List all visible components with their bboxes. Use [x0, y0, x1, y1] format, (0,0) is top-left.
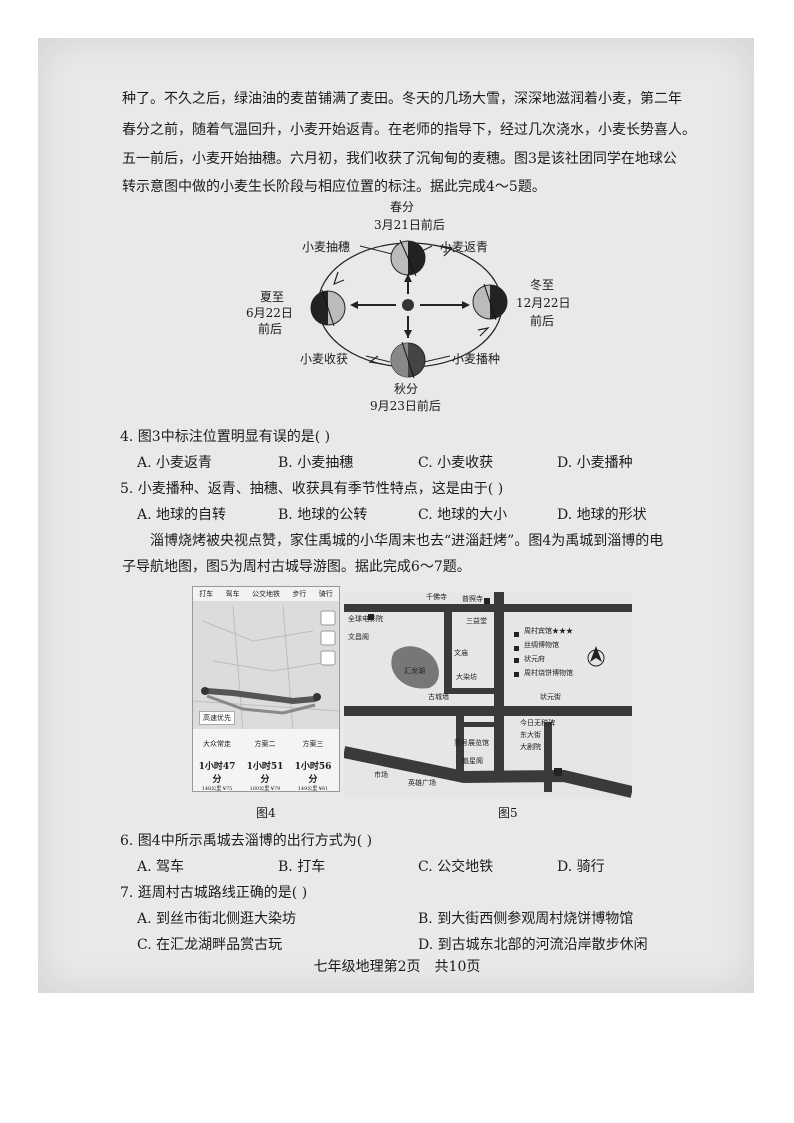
figure5-caption: 图5	[498, 806, 518, 820]
start-marker-icon	[201, 687, 209, 695]
label-sowing: 小麦播种	[452, 352, 501, 366]
passage2-line-2: 子导航地图，图5为周村古城导游图。据此完成6～7题。	[122, 559, 471, 575]
highway-priority-chip[interactable]: 高速优先	[199, 711, 235, 725]
poi-zhuangyuan-street: 状元街	[540, 693, 561, 701]
q5-option-a: A. 地球的自转	[137, 507, 227, 523]
tab-taxi[interactable]: 打车	[199, 590, 214, 598]
q5-stem: 5. 小麦播种、返青、抽穗、收获具有季节性特点，这是由于( )	[120, 481, 504, 497]
route-sub: 160公里 ¥79	[249, 786, 281, 792]
poi-sanyitang: 三益堂	[466, 617, 487, 625]
route-tag: 方案二	[254, 740, 276, 748]
poi-wenchangge: 文昌阁	[348, 633, 369, 641]
tab-transit[interactable]: 公交地铁	[251, 590, 280, 598]
passage2-line-1: 淄博烧烤被央视点赞，家住禹城的小华周末也去“进淄赶烤”。图4为禹城到淄博的电	[150, 533, 664, 549]
label-greening: 小麦返青	[440, 240, 489, 254]
winter-date: 12月22日	[516, 296, 571, 310]
poi-dajuyuan: 大剧院	[520, 743, 541, 751]
lake-shape	[391, 646, 439, 689]
q6-option-c: C. 公交地铁	[418, 859, 494, 875]
q7-stem: 7. 逛周村古城路线正确的是( )	[120, 885, 308, 901]
winter-title: 冬至	[530, 278, 555, 292]
q4-stem: 4. 图3中标注位置明显有误的是( )	[120, 429, 331, 445]
route-time: 1小时51分	[246, 762, 284, 785]
poi-jinri-stele: 今日无税碑	[520, 719, 555, 727]
route-time: 1小时47分	[198, 762, 236, 785]
map-side-controls	[320, 610, 336, 666]
route-tag: 方案三	[302, 740, 324, 748]
poi-qianfosi: 千佛寺	[426, 593, 447, 601]
poi-market: 市场	[374, 771, 388, 779]
winter-after: 前后	[530, 314, 555, 328]
q7-option-a: A. 到丝市街北侧逛大染坊	[137, 911, 297, 927]
tab-cycle[interactable]: 骑行	[318, 590, 333, 598]
figure4-caption: 图4	[256, 806, 276, 820]
poi-zhuangyuanfu: 状元府	[524, 655, 545, 663]
intro-line-3: 五一前后，小麦开始抽穗。六月初，我们收获了沉甸甸的麦穗。图3是该社团同学在地球公	[122, 151, 677, 167]
label-heading: 小麦抽穗	[302, 240, 351, 254]
page-footer: 七年级地理第2页 共10页	[313, 959, 481, 975]
poi-wenmiao: 文庙	[454, 649, 468, 657]
nav-route-svg	[193, 605, 339, 732]
route-option-2[interactable]: 方案二 1小时51分 160公里 ¥79	[243, 739, 287, 792]
spring-title: 春分	[390, 200, 415, 214]
poi-city-wall: 古城墙	[428, 693, 449, 701]
poi-huilong-lake: 汇龙湖	[404, 667, 425, 675]
q7-option-d: D. 到古城东北部的河流沿岸散步休闲	[418, 937, 648, 953]
poi-puzhaosi: 普照寺	[462, 595, 483, 603]
figure4-navigation-map: 打车 驾车 公交地铁 步行 骑行 高速优先 大众常走 1小时47分 148公里 …	[192, 586, 340, 792]
q4-option-c: C. 小麦收获	[418, 455, 494, 471]
route-sub: 148公里 ¥75	[201, 786, 233, 792]
q7-option-b: B. 到大街西侧参观周村烧饼博物馆	[418, 911, 634, 927]
end-marker-icon	[313, 693, 321, 701]
route-tag: 大众常走	[203, 740, 231, 748]
q5-option-b: B. 地球的公转	[278, 507, 368, 523]
route-main-line	[204, 688, 318, 705]
scanned-page	[38, 38, 754, 993]
poi-silk-museum: 丝绸博物馆	[524, 641, 559, 649]
summer-title: 夏至	[260, 290, 285, 304]
route-time: 1小时56分	[294, 762, 332, 785]
southern-highway	[344, 746, 632, 798]
autumn-title: 秋分	[394, 382, 419, 396]
q6-option-d: D. 骑行	[557, 859, 605, 875]
q6-stem: 6. 图4中所示禹城去淄博的出行方式为( )	[120, 833, 373, 849]
tab-walk[interactable]: 步行	[292, 590, 307, 598]
autumn-date: 9月23日前后	[370, 399, 441, 413]
guide-map-svg	[344, 592, 632, 798]
route-sub: 149公里 ¥61	[297, 786, 329, 792]
spring-date: 3月21日前后	[374, 218, 445, 232]
poi-zhoucun-hotel: 周村宾馆★★★	[524, 627, 573, 635]
q6-option-b: B. 打车	[278, 859, 326, 875]
nav-tabs: 打车 驾车 公交地铁 步行 骑行	[193, 587, 339, 601]
intro-line-2: 春分之前，随着气温回升，小麦开始返青。在老师的指导下，经过几次浇水，小麦长势喜人…	[122, 122, 696, 138]
q5-option-d: D. 地球的形状	[557, 507, 647, 523]
poi-quanqiu: 全球电影院	[348, 615, 383, 623]
route-options-panel: 大众常走 1小时47分 148公里 ¥75 方案二 1小时51分 160公里 ¥…	[193, 729, 339, 791]
summer-after: 前后	[258, 322, 283, 336]
q6-option-a: A. 驾车	[137, 859, 185, 875]
route-alt-line	[206, 694, 316, 715]
poi-piaohao: 票号展览馆	[454, 739, 489, 747]
poi-shaobing-museum: 周村烧饼博物馆	[524, 669, 573, 677]
poi-markers	[368, 598, 562, 776]
route-option-1[interactable]: 大众常走 1小时47分 148公里 ¥75	[195, 739, 239, 792]
q7-option-c: C. 在汇龙湖畔品赏古玩	[137, 937, 283, 953]
poi-hero-square: 英雄广场	[408, 779, 436, 787]
north-arrow-icon	[587, 646, 605, 667]
intro-line-1: 种了。不久之后，绿油油的麦苗铺满了麦田。冬天的几场大雪，深深地滋润着小麦，第二年	[122, 91, 682, 107]
label-harvest: 小麦收获	[300, 352, 349, 366]
q4-option-b: B. 小麦抽穗	[278, 455, 354, 471]
figure5-guide-map: 千佛寺 普照寺 全球电影院 三益堂 周村宾馆★★★ 丝绸博物馆 状元府 文昌阁 …	[344, 592, 632, 798]
summer-date: 6月22日	[246, 306, 293, 320]
poi-daranfang: 大染坊	[456, 673, 477, 681]
intro-line-4: 转示意图中做的小麦生长阶段与相应位置的标注。据此完成4～5题。	[122, 179, 546, 195]
route-option-3[interactable]: 方案三 1小时56分 149公里 ¥61	[291, 739, 335, 792]
q5-option-c: C. 地球的大小	[418, 507, 508, 523]
poi-kuixingge: 魁星阁	[462, 757, 483, 765]
tab-drive[interactable]: 驾车	[225, 590, 240, 598]
q4-option-a: A. 小麦返青	[137, 455, 213, 471]
poi-dongdajie: 东大街	[520, 731, 541, 739]
q4-option-d: D. 小麦播种	[557, 455, 633, 471]
